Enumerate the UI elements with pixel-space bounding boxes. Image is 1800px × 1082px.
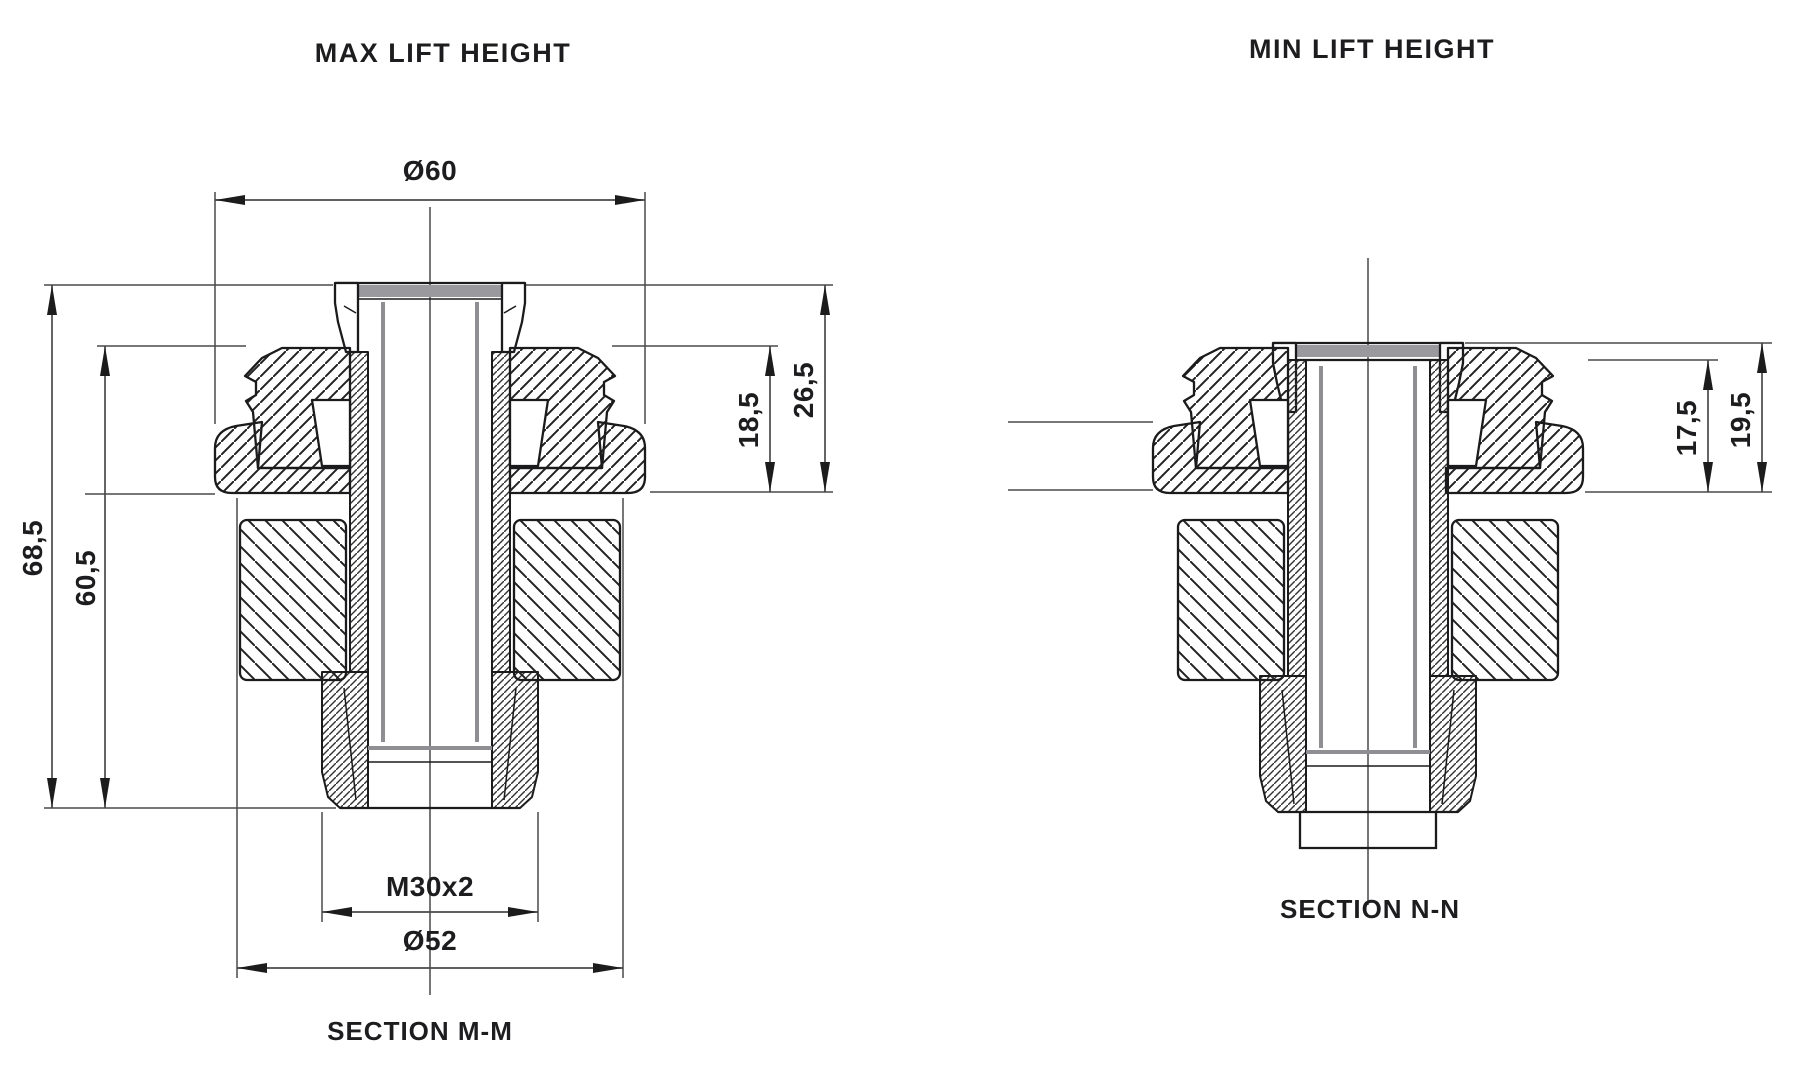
top-locknut (243, 346, 617, 470)
dim-flange-diameter: Ø52 (236, 498, 624, 978)
dim-label-cap-height: 26,5 (788, 362, 819, 419)
dim-label-rim-height-min: 17,5 (1671, 400, 1702, 457)
dim-label-top-diameter: Ø60 (403, 155, 457, 186)
right-view-title: MIN LIFT HEIGHT (1249, 34, 1495, 64)
guide-rods-right (1319, 366, 1417, 748)
dim-rim-height-min: 17,5 (1671, 360, 1713, 492)
dim-label-flange-diameter: Ø52 (403, 925, 457, 956)
dim-label-rim-height: 18,5 (733, 392, 764, 449)
dim-top-diameter: Ø60 (214, 155, 646, 424)
dim-rim-height: 18,5 (733, 346, 775, 492)
back-nut-right (1176, 518, 1560, 682)
valve-cap-raised (333, 281, 527, 354)
dim-label-body-height: 60,5 (70, 550, 101, 607)
left-section-label: SECTION M-M (327, 1016, 513, 1046)
right-section-label: SECTION N-N (1280, 894, 1460, 924)
dim-label-cap-height-min: 19,5 (1725, 392, 1756, 449)
left-section-view: MAX LIFT HEIGHT (17, 38, 833, 1046)
dim-cap-height-min: 19,5 (1725, 343, 1767, 492)
dim-label-overall-height: 68,5 (17, 520, 48, 577)
left-view-title: MAX LIFT HEIGHT (315, 38, 571, 68)
dim-label-thread: M30x2 (386, 871, 474, 902)
right-section-view: MIN LIFT HEIGHT (1008, 34, 1772, 924)
right-valve-body (1151, 341, 1585, 850)
back-nut (238, 518, 622, 682)
basin-flange (213, 420, 647, 495)
right-reference-lines (1008, 342, 1772, 493)
dim-overall-height: 68,5 (17, 285, 57, 808)
left-valve-body (213, 281, 647, 810)
basin-flange-right (1151, 420, 1585, 495)
tube-walls-right (1259, 359, 1477, 850)
dim-cap-height: 26,5 (788, 285, 830, 492)
dim-body-height: 60,5 (70, 346, 110, 808)
guide-rods (381, 302, 479, 742)
tube-walls (321, 351, 539, 810)
left-reference-lines (44, 284, 833, 809)
top-locknut-right (1181, 346, 1555, 470)
dim-thread: M30x2 (321, 812, 539, 922)
